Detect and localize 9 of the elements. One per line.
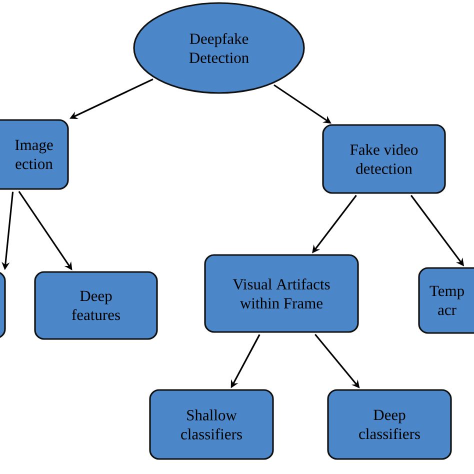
process-box: Shallow classifiers <box>149 389 274 460</box>
process-box: Deep classifiers <box>327 389 452 460</box>
process-box: Fake video detection <box>322 124 446 194</box>
process-box: Deep features <box>34 271 158 340</box>
ellipse-node: Deepfake Detection <box>133 2 305 94</box>
process-box: Visual Artifacts within Frame <box>204 254 359 333</box>
process-box: Temp acr <box>418 267 474 334</box>
process-box <box>0 271 6 339</box>
process-box: Image ection <box>0 119 69 190</box>
